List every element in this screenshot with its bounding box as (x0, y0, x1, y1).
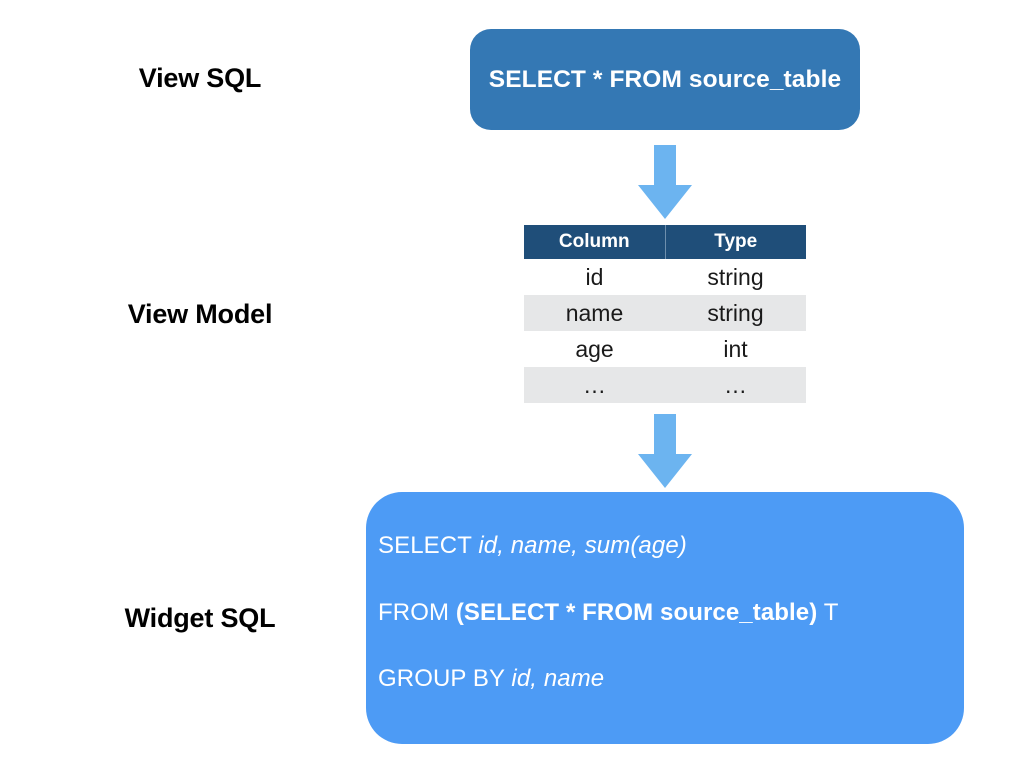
table-cell-column: … (524, 367, 665, 403)
view-model-schema-table: Column Type id string name string age in… (524, 225, 806, 403)
widget-sql-from-keyword: FROM (378, 599, 456, 626)
down-arrow-icon-sql-to-model (638, 145, 692, 219)
table-cell-type: … (665, 367, 806, 403)
down-arrow-icon-model-to-widget (638, 414, 692, 488)
view-sql-box: SELECT * FROM source_table (470, 29, 860, 130)
widget-sql-subquery: (SELECT * FROM source_table) (455, 599, 818, 626)
table-cell-type: int (723, 335, 748, 362)
row-label-view-model: View Model (127, 299, 273, 329)
table-cell-column: id (585, 263, 604, 290)
table-row: name string (524, 295, 806, 331)
widget-sql-line-select: SELECT id, name, sum(age) (378, 532, 687, 560)
table-cell-type: string (665, 295, 806, 331)
table-cell-type: string (707, 263, 764, 290)
widget-sql-line-from: FROM (SELECT * FROM source_table) T (378, 599, 838, 627)
table-header-type: Type (665, 225, 806, 259)
row-label-widget-sql: Widget SQL (124, 603, 276, 633)
table-header-column: Column (524, 225, 666, 259)
widget-sql-table-alias: T (817, 599, 839, 626)
table-row: … … (524, 367, 806, 403)
table-row: id string (524, 259, 806, 295)
view-sql-statement: SELECT * FROM source_table (488, 65, 842, 93)
widget-sql-select-keyword: SELECT (378, 532, 479, 559)
table-cell-column: name (524, 295, 665, 331)
table-row: age int (524, 331, 806, 367)
widget-sql-box: SELECT id, name, sum(age) FROM (SELECT *… (366, 492, 964, 744)
row-label-view-sql: View SQL (138, 63, 262, 93)
widget-sql-groupby-columns: id, name (511, 665, 605, 692)
table-cell-column: age (575, 335, 614, 362)
widget-sql-groupby-keyword: GROUP BY (378, 665, 512, 692)
widget-sql-line-groupby: GROUP BY id, name (378, 665, 604, 693)
widget-sql-select-columns: id, name, sum(age) (478, 532, 687, 559)
table-header-row: Column Type (524, 225, 806, 259)
